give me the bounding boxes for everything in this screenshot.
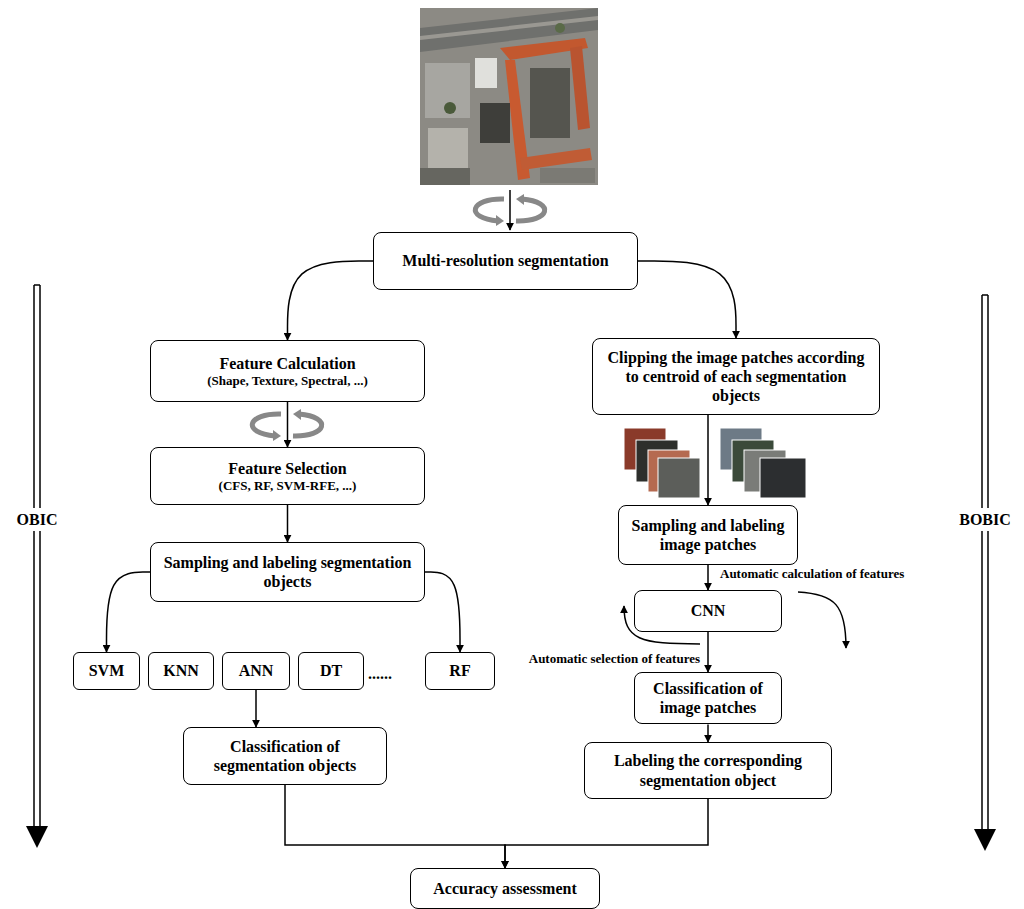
classifier-box: SVM [73, 652, 140, 690]
image-patches [624, 428, 806, 498]
box-label: SVM [89, 661, 125, 680]
process-direction-arrow [26, 285, 996, 851]
box-label: Classification of image patches [643, 679, 773, 717]
classifier-box: RF [425, 652, 495, 690]
flow-arrow [285, 785, 505, 868]
box-label: Multi-resolution segmentation [402, 251, 608, 270]
box-label: Classification of segmentation objects [192, 737, 378, 775]
process-box: Accuracy assessment [410, 868, 600, 909]
box-label: Accuracy assessment [433, 879, 577, 898]
process-box: Feature Calculation(Shape, Texture, Spec… [150, 340, 425, 402]
flow-arrow [505, 799, 708, 868]
classifier-box: ANN [222, 652, 290, 690]
flow-arrow [287, 505, 289, 542]
annotation-label: Automatic selection of features [529, 651, 700, 667]
process-box: Classification of segmentation objects [183, 727, 387, 785]
process-box: Classification of image patches [634, 672, 782, 724]
flow-arrow [707, 565, 709, 590]
box-label: Sampling and labeling segmentation objec… [159, 553, 416, 591]
cnn-box: CNN [634, 590, 782, 632]
box-label: ANN [239, 661, 274, 680]
flow-arrow [425, 572, 460, 652]
box-subtitle: (CFS, RF, SVM-RFE, ...) [219, 478, 357, 494]
ellipsis: ...... [368, 664, 392, 683]
down-arrow [509, 190, 511, 230]
box-label: Labeling the corresponding segmentation … [593, 751, 823, 789]
process-box: Feature Selection(CFS, RF, SVM-RFE, ...) [150, 447, 425, 505]
process-box: Clipping the image patches according to … [592, 338, 880, 415]
flow-arrow [707, 632, 709, 672]
box-label: DT [320, 661, 342, 680]
flow-arrow [707, 724, 709, 742]
classifier-box: KNN [148, 652, 214, 690]
process-box: Sampling and labeling segmentation objec… [150, 542, 425, 602]
box-label: Feature Selection [228, 459, 346, 478]
annotation-label: Automatic calculation of features [720, 566, 904, 582]
box-label: CNN [691, 601, 726, 620]
flow-arrow [707, 415, 709, 505]
box-label: RF [449, 661, 470, 680]
workflow-label: BOBIC [958, 508, 1012, 531]
flow-arrow [107, 572, 151, 652]
box-label: Sampling and labeling image patches [627, 516, 789, 554]
process-box: Multi-resolution segmentation [373, 232, 638, 290]
flow-arrow [288, 261, 374, 340]
box-subtitle: (Shape, Texture, Spectral, ...) [207, 373, 367, 389]
box-label: Clipping the image patches according to … [601, 348, 871, 406]
process-box: Labeling the corresponding segmentation … [584, 742, 832, 799]
classifier-box: DT [298, 652, 364, 690]
box-label: Feature Calculation [219, 354, 355, 373]
workflow-label: OBIC [16, 508, 59, 531]
loop-arrow [798, 592, 846, 648]
aerial-image [420, 8, 598, 185]
process-box: Sampling and labeling image patches [618, 505, 798, 565]
flow-arrow [287, 402, 289, 447]
box-label: KNN [163, 661, 199, 680]
flow-arrow [638, 261, 736, 338]
flow-arrow [255, 690, 257, 727]
